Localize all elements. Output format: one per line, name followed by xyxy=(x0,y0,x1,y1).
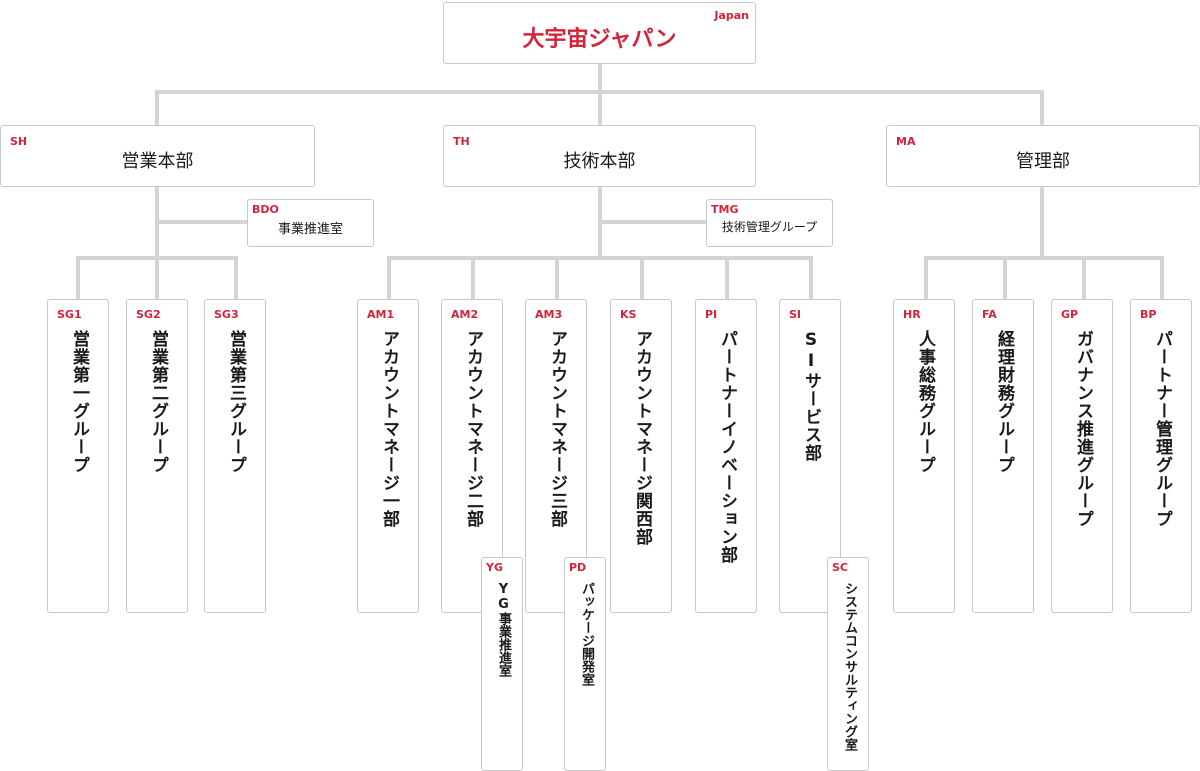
connector-line xyxy=(1040,90,1044,126)
node-name: アカウントマネージ三部 xyxy=(547,330,567,528)
node-name: SIサービス部 xyxy=(801,330,821,462)
node-name: 営業第二グループ xyxy=(148,330,168,474)
node-code: GP xyxy=(1061,308,1079,321)
org-node-subunit: PD パッケージ開発室 xyxy=(564,557,606,771)
connector-line xyxy=(76,256,80,300)
org-node-unit: KS アカウントマネージ関西部 xyxy=(610,299,672,613)
node-name: システムコンサルティング室 xyxy=(842,582,857,751)
node-code: MA xyxy=(896,135,916,148)
org-node-subunit: YG YG事業推進室 xyxy=(481,557,523,771)
node-code: TMG xyxy=(711,203,739,216)
org-node-unit: SG2 営業第二グループ xyxy=(126,299,188,613)
node-name: パートナーイノベーション部 xyxy=(717,330,737,564)
node-code: SC xyxy=(832,561,848,574)
connector-line xyxy=(157,220,248,224)
node-code: SI xyxy=(789,308,802,321)
connector-line xyxy=(640,256,644,300)
node-code: SG3 xyxy=(214,308,239,321)
org-node-unit: AM1 アカウントマネージ一部 xyxy=(357,299,419,613)
connector-line xyxy=(555,256,559,300)
node-name: 大宇宙ジャパン xyxy=(522,27,677,52)
node-code: FA xyxy=(982,308,997,321)
node-name: 人事総務グループ xyxy=(915,330,935,474)
connector-line xyxy=(1003,256,1007,300)
org-node-unit: PI パートナーイノベーション部 xyxy=(695,299,757,613)
connector-line xyxy=(600,220,707,224)
org-node-staff: BDO 事業推進室 xyxy=(247,199,374,247)
node-name: アカウントマネージ関西部 xyxy=(632,330,652,546)
node-code: SG2 xyxy=(136,308,161,321)
node-name: ガバナンス推進グループ xyxy=(1073,330,1093,528)
node-code: PI xyxy=(705,308,718,321)
connector-line xyxy=(155,90,1044,94)
node-code: PD xyxy=(569,561,587,574)
org-node-unit: SG1 営業第一グループ xyxy=(47,299,109,613)
org-node-root: Japan 大宇宙ジャパン xyxy=(443,2,756,64)
node-name: パッケージ開発室 xyxy=(579,582,594,686)
node-code: BP xyxy=(1140,308,1157,321)
node-name: 営業第一グループ xyxy=(69,330,89,474)
node-name: 経理財務グループ xyxy=(994,330,1014,474)
node-code: SG1 xyxy=(57,308,82,321)
node-code: HR xyxy=(903,308,921,321)
node-name: 管理部 xyxy=(1016,151,1070,172)
org-node-unit: BP パートナー管理グループ xyxy=(1130,299,1192,613)
node-code: YG xyxy=(486,561,503,574)
connector-line xyxy=(598,64,602,126)
connector-line xyxy=(471,256,475,300)
connector-line xyxy=(155,90,159,126)
org-node-unit: FA 経理財務グループ xyxy=(972,299,1034,613)
node-name: アカウントマネージ二部 xyxy=(463,330,483,528)
connector-line xyxy=(924,256,1164,260)
connector-line xyxy=(387,256,813,260)
org-node-division: MA 管理部 xyxy=(886,125,1200,187)
org-node-subunit: SC システムコンサルティング室 xyxy=(827,557,869,771)
org-node-division: SH 営業本部 xyxy=(0,125,315,187)
node-name: 営業第三グループ xyxy=(226,330,246,474)
org-node-unit: SI SIサービス部 xyxy=(779,299,841,613)
connector-line xyxy=(924,256,928,300)
node-name: 技術本部 xyxy=(563,151,636,172)
node-code: AM1 xyxy=(367,308,395,321)
connector-line xyxy=(76,256,238,260)
org-node-unit: SG3 営業第三グループ xyxy=(204,299,266,613)
connector-line xyxy=(1082,256,1086,300)
node-name: 事業推進室 xyxy=(277,222,343,237)
node-code: BDO xyxy=(252,203,279,216)
node-name: パートナー管理グループ xyxy=(1152,330,1172,528)
node-name: アカウントマネージ一部 xyxy=(379,330,399,528)
node-code: TH xyxy=(453,135,470,148)
node-code: SH xyxy=(10,135,28,148)
node-code: KS xyxy=(620,308,637,321)
node-code: Japan xyxy=(714,9,749,22)
node-name: YG事業推進室 xyxy=(496,582,511,677)
node-code: AM3 xyxy=(535,308,563,321)
org-node-unit: HR 人事総務グループ xyxy=(893,299,955,613)
connector-line xyxy=(1160,256,1164,300)
node-name: 営業本部 xyxy=(121,151,194,172)
connector-line xyxy=(155,186,159,300)
org-node-division: TH 技術本部 xyxy=(443,125,756,187)
node-code: AM2 xyxy=(451,308,479,321)
connector-line xyxy=(809,256,813,300)
node-name: 技術管理グループ xyxy=(721,220,818,234)
connector-line xyxy=(725,256,729,300)
connector-line xyxy=(1040,186,1044,260)
connector-line xyxy=(387,256,391,300)
org-node-unit: GP ガバナンス推進グループ xyxy=(1051,299,1113,613)
org-node-staff: TMG 技術管理グループ xyxy=(706,199,833,247)
connector-line xyxy=(234,256,238,300)
